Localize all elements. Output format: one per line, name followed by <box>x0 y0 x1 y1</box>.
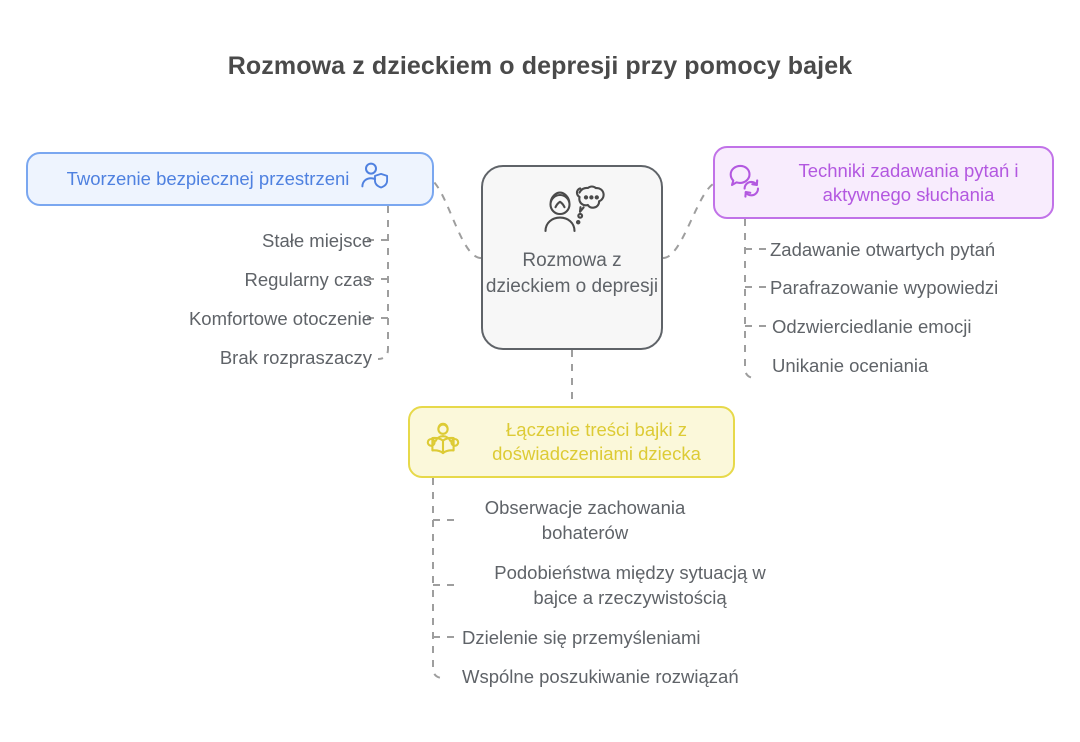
leaf-item-tech-3[interactable]: Odzwierciedlanie emocji <box>772 316 972 337</box>
leaf-item-tech-2[interactable]: Parafrazowanie wypowiedzi <box>770 277 999 298</box>
branch-header-story-experience[interactable]: Łączenie treści bajki z doświadczeniami … <box>408 406 735 478</box>
leaf-item-tech-1[interactable]: Zadawanie otwartych pytań <box>770 239 996 260</box>
leaf-item-safe-3[interactable]: Komfortowe otoczenie <box>188 308 372 329</box>
person-thought-bubble-icon <box>539 185 605 242</box>
wire-center-to-right <box>662 183 714 259</box>
speech-bubble-refresh-icon <box>729 161 767 204</box>
central-node[interactable]: Rozmowa z dzieckiem o depresji <box>481 165 663 350</box>
wire-right-spine <box>744 219 756 379</box>
leaf-item-story-4[interactable]: Wspólne poszukiwanie rozwiązań <box>462 666 739 687</box>
page-title: Rozmowa z dzieckiem o depresji przy pomo… <box>227 52 853 80</box>
wire-center-to-left <box>433 181 482 259</box>
wire-bottom-spine <box>432 478 444 679</box>
leaf-item-safe-2[interactable]: Regularny czas <box>244 269 372 290</box>
branch-label-questions-listening: Techniki zadawania pytań i aktywnego słu… <box>798 159 1019 205</box>
leaf-item-story-1[interactable]: Obserwacje zachowania bohaterów <box>484 497 686 543</box>
branch-label-story-experience: Łączenie treści bajki z doświadczeniami … <box>492 419 701 464</box>
person-reading-book-icon <box>424 421 462 464</box>
leaf-item-safe-4[interactable]: Brak rozpraszaczy <box>219 347 372 368</box>
branch-label-safe-space: Tworzenie bezpiecznej przestrzeni <box>66 168 350 189</box>
leaf-item-story-2[interactable]: Podobieństwa między sytuacją w bajce a r… <box>494 562 766 608</box>
leaf-item-tech-4[interactable]: Unikanie oceniania <box>772 355 929 376</box>
branch-header-safe-space[interactable]: Tworzenie bezpiecznej przestrzeni <box>26 152 434 206</box>
person-shield-icon <box>359 160 393 199</box>
wire-left-spine <box>377 206 389 360</box>
leaf-item-safe-1[interactable]: Stałe miejsce <box>261 230 372 251</box>
central-node-label: Rozmowa z dzieckiem o depresji <box>485 250 659 297</box>
branch-header-questions-listening[interactable]: Techniki zadawania pytań i aktywnego słu… <box>713 146 1054 219</box>
leaf-item-story-3[interactable]: Dzielenie się przemyśleniami <box>462 627 701 648</box>
